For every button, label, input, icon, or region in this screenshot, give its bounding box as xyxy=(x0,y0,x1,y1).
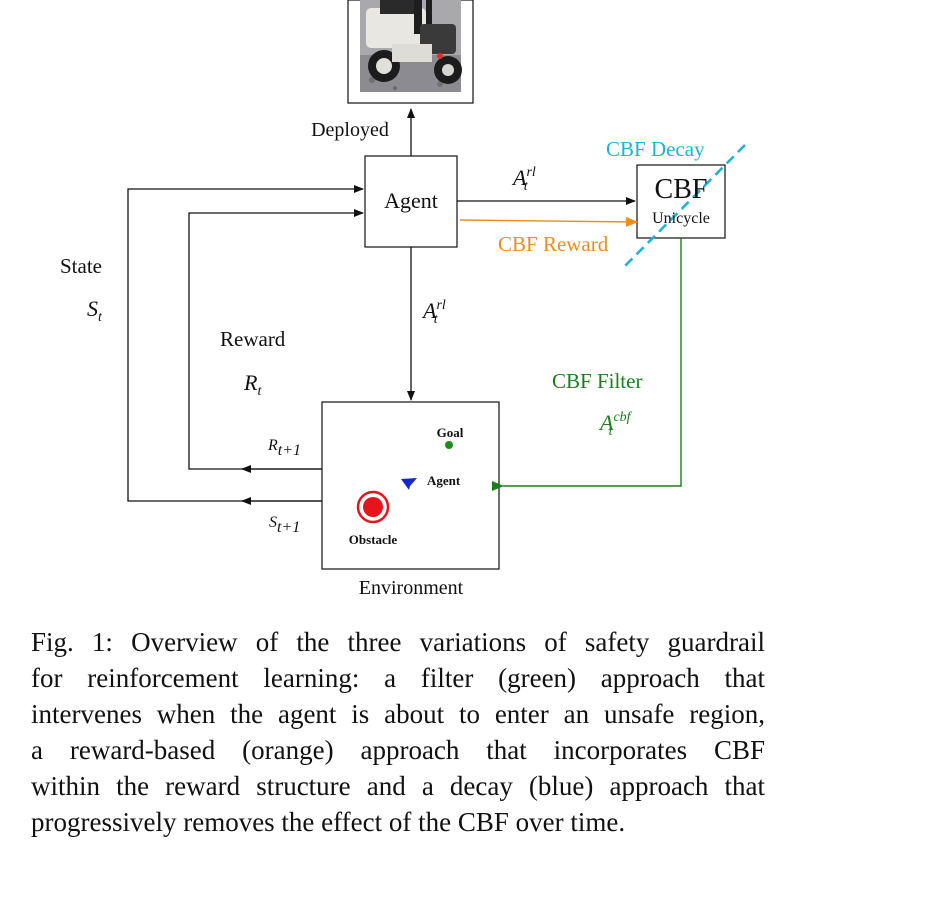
cbf-box xyxy=(636,164,726,239)
robot-photo xyxy=(347,0,474,104)
obstacle-ring xyxy=(356,490,390,524)
state-symbol: St xyxy=(87,296,103,325)
state-loop-arrow xyxy=(127,185,364,502)
caption-line: a reward-based (orange) approach that in… xyxy=(31,735,765,765)
caption-line: within the reward structure and a decay … xyxy=(31,771,765,801)
obstacle-marker xyxy=(363,497,383,517)
caption-line: intervenes when the agent is about to en… xyxy=(31,699,765,729)
cbf-reward-label: CBF Reward xyxy=(498,232,609,256)
state-label: State xyxy=(60,254,102,278)
goal-marker xyxy=(445,441,453,449)
deployed-label: Deployed xyxy=(311,119,389,141)
environment-box xyxy=(321,401,500,570)
agent-box-label: Agent xyxy=(384,188,438,213)
caption-line: for reinforcement learning: a filter (gr… xyxy=(31,663,765,693)
cbf-box-title: CBF xyxy=(655,174,708,205)
figure-caption: Fig. 1: Overview of the three variations… xyxy=(31,624,765,840)
reward-symbol: Rt xyxy=(243,370,262,399)
env-agent-label: Agent xyxy=(427,473,461,488)
rl-guardrail-diagram: Deployed Agent CBF Unicycle CBF Decay CB… xyxy=(60,0,746,599)
cbf-reward-arrow xyxy=(459,216,638,227)
cbf-decay-line xyxy=(623,144,746,268)
env-obstacle-label: Obstacle xyxy=(349,532,398,547)
reward-label: Reward xyxy=(220,327,286,351)
cbf-box-subtitle: Unicycle xyxy=(652,210,710,227)
env-goal-label: Goal xyxy=(437,425,464,440)
caption-line: progressively removes the effect of the … xyxy=(31,807,626,837)
caption-line: Fig. 1: Overview of the three variations… xyxy=(31,627,765,657)
cbf-decay-label: CBF Decay xyxy=(606,137,705,161)
env-agent-icon xyxy=(401,478,417,490)
reward-next-symbol: Rt+1 xyxy=(267,437,301,459)
cbf-filter-arrow xyxy=(492,238,682,491)
state-next-symbol: St+1 xyxy=(269,514,300,536)
environment-label: Environment xyxy=(359,577,464,599)
cbf-filter-label: CBF Filter xyxy=(552,369,642,393)
